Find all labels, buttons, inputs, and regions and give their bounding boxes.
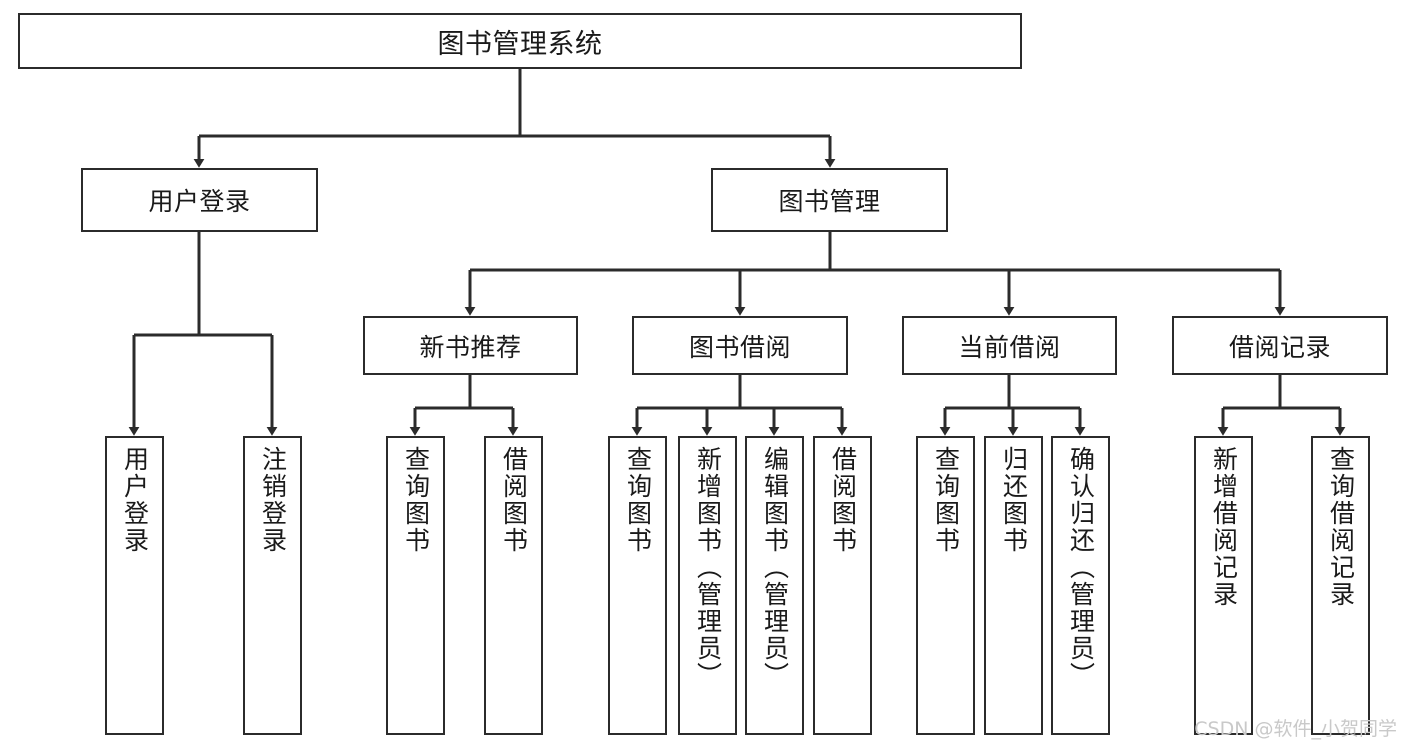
- node-leaf-confirm-return[interactable]: 确认归还（管理员）: [1051, 436, 1110, 735]
- node-new-book-recommend[interactable]: 新书推荐: [363, 316, 578, 375]
- node-root-system[interactable]: 图书管理系统: [18, 13, 1022, 69]
- watermark: CSDN @软件_小贺同学: [1194, 718, 1397, 740]
- node-leaf-borrow-book-1-label: 借阅图书: [499, 446, 529, 554]
- node-leaf-confirm-return-label: 确认归还（管理员）: [1066, 446, 1096, 689]
- node-root-label: 图书管理系统: [437, 28, 603, 60]
- node-leaf-query-book-3[interactable]: 查询图书: [916, 436, 975, 735]
- node-current-borrow-label: 当前借阅: [958, 332, 1061, 362]
- node-leaf-query-record-label: 查询借阅记录: [1326, 446, 1356, 608]
- node-borrow-record[interactable]: 借阅记录: [1172, 316, 1388, 375]
- node-leaf-query-book-1-label: 查询图书: [401, 446, 431, 554]
- node-leaf-borrow-book-2[interactable]: 借阅图书: [813, 436, 872, 735]
- node-leaf-add-record[interactable]: 新增借阅记录: [1194, 436, 1253, 735]
- node-book-borrow-label: 图书借阅: [688, 332, 791, 362]
- node-leaf-add-record-label: 新增借阅记录: [1209, 446, 1239, 608]
- node-leaf-query-book-2-label: 查询图书: [623, 446, 653, 554]
- node-leaf-borrow-book-2-label: 借阅图书: [828, 446, 858, 554]
- node-book-manage[interactable]: 图书管理: [711, 168, 948, 232]
- node-leaf-user-login-label: 用户登录: [120, 446, 150, 554]
- node-leaf-query-book-1[interactable]: 查询图书: [386, 436, 445, 735]
- node-leaf-add-book-label: 新增图书（管理员）: [693, 446, 723, 689]
- node-leaf-edit-book-label: 编辑图书（管理员）: [760, 446, 790, 689]
- node-leaf-user-login[interactable]: 用户登录: [105, 436, 164, 735]
- node-book-manage-label: 图书管理: [778, 187, 881, 216]
- node-leaf-edit-book[interactable]: 编辑图书（管理员）: [745, 436, 804, 735]
- node-user-login[interactable]: 用户登录: [81, 168, 318, 232]
- node-leaf-query-record[interactable]: 查询借阅记录: [1311, 436, 1370, 735]
- node-borrow-record-label: 借阅记录: [1228, 332, 1331, 362]
- node-leaf-query-book-2[interactable]: 查询图书: [608, 436, 667, 735]
- node-book-borrow[interactable]: 图书借阅: [632, 316, 848, 375]
- node-leaf-borrow-book-1[interactable]: 借阅图书: [484, 436, 543, 735]
- node-leaf-return-book[interactable]: 归还图书: [984, 436, 1043, 735]
- node-leaf-return-book-label: 归还图书: [999, 446, 1029, 554]
- node-new-book-recommend-label: 新书推荐: [419, 332, 522, 362]
- node-leaf-logout-label: 注销登录: [258, 446, 288, 554]
- node-leaf-query-book-3-label: 查询图书: [931, 446, 961, 554]
- node-user-login-label: 用户登录: [148, 187, 251, 216]
- node-leaf-add-book[interactable]: 新增图书（管理员）: [678, 436, 737, 735]
- node-current-borrow[interactable]: 当前借阅: [902, 316, 1117, 375]
- node-leaf-logout[interactable]: 注销登录: [243, 436, 302, 735]
